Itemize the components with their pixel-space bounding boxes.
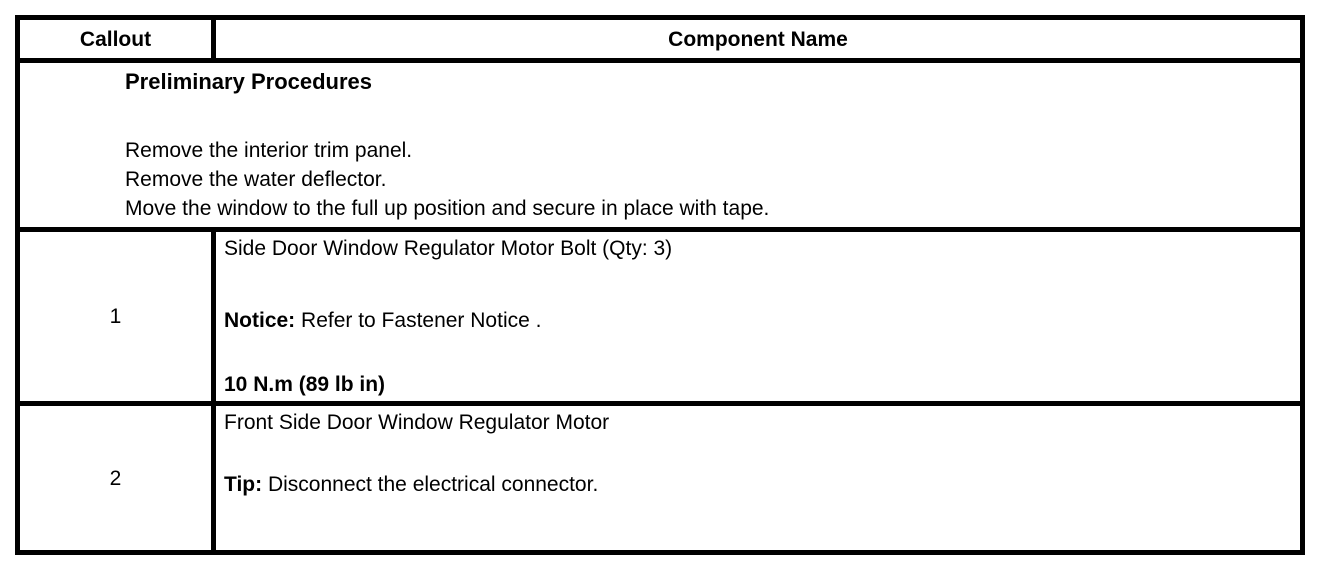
tip-text: Disconnect the electrical connector. (262, 473, 599, 496)
component-name-column-header: Component Name (211, 15, 1305, 63)
tip-line: Tip: Disconnect the electrical connector… (224, 470, 1290, 499)
preliminary-step-2: Remove the water deflector. (125, 168, 387, 191)
tip-label: Tip: (224, 473, 263, 496)
preliminary-procedures-cell: Preliminary Procedures Remove the interi… (15, 58, 1305, 232)
preliminary-step-1: Remove the interior trim panel. (125, 139, 413, 162)
notice-text: Refer to Fastener Notice . (295, 309, 542, 332)
notice-label: Notice: (224, 309, 296, 332)
preliminary-procedures-title: Preliminary Procedures (125, 69, 373, 94)
callout-number: 1 (15, 227, 216, 406)
component-cell: Side Door Window Regulator Motor Bolt (Q… (211, 227, 1305, 406)
preliminary-procedures-row: Preliminary Procedures Remove the interi… (15, 58, 1305, 232)
torque-spec: 10 N.m (89 lb in) (224, 373, 386, 396)
component-name: Side Door Window Regulator Motor Bolt (Q… (224, 237, 673, 260)
table-row: 2 Front Side Door Window Regulator Motor… (15, 401, 1305, 555)
component-cell: Front Side Door Window Regulator Motor T… (211, 401, 1305, 555)
notice-line: Notice: Refer to Fastener Notice . (224, 306, 1290, 335)
component-name: Front Side Door Window Regulator Motor (224, 411, 610, 434)
header-row: Callout Component Name (15, 15, 1305, 63)
callout-column-header: Callout (15, 15, 216, 63)
table-row: 1 Side Door Window Regulator Motor Bolt … (15, 227, 1305, 406)
component-table: Callout Component Name Preliminary Proce… (15, 15, 1305, 555)
callout-number: 2 (15, 401, 216, 555)
preliminary-step-3: Move the window to the full up position … (125, 197, 770, 220)
